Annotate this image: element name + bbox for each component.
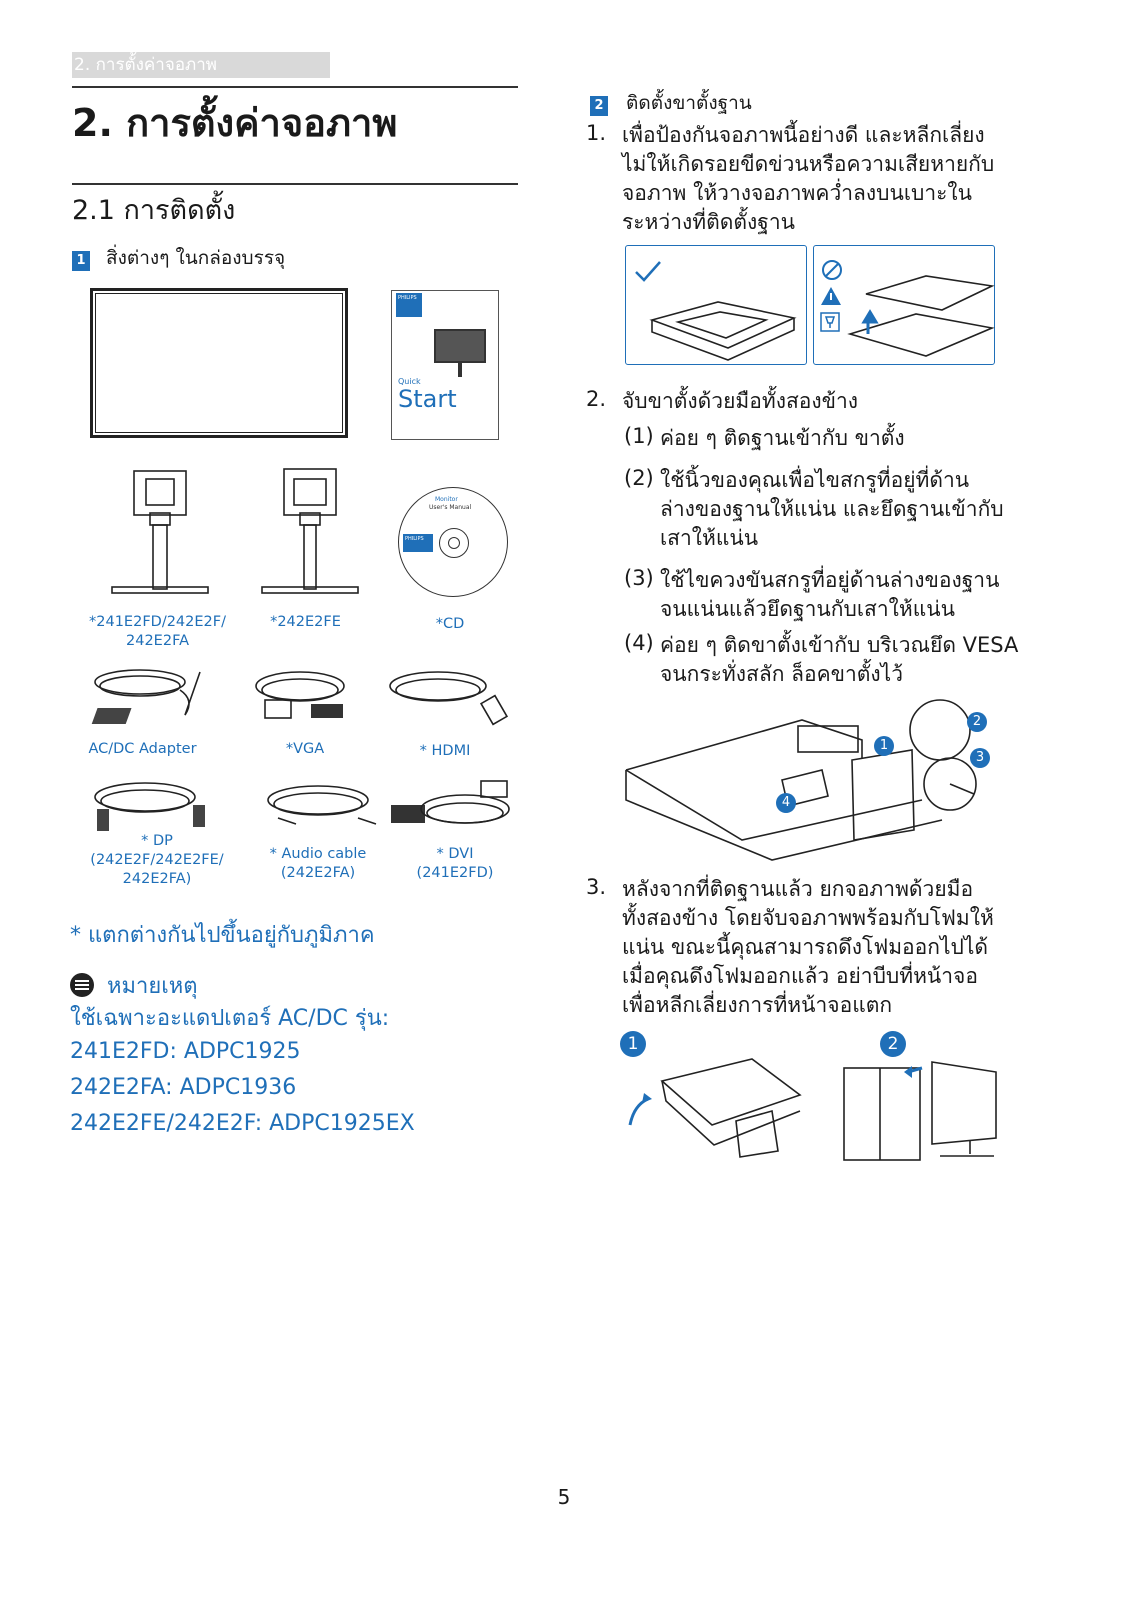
step2-item2: จับขาตั้งด้วยมือทั้งสองข้าง [622, 389, 859, 413]
monitor-illustration [90, 288, 348, 438]
step1-badge: 1 [72, 251, 90, 271]
callout-2: 2 [967, 710, 987, 732]
audio-cable-illustration [267, 785, 377, 825]
caption-dp: * DP (242E2F/242E2FE/ 242E2FA) [90, 833, 224, 887]
lift-step-2: 2 [880, 1031, 906, 1057]
step2-heading: 2 ติดตั้งขาตั้งฐาน [590, 88, 752, 118]
step1-title: สิ่งต่างๆ ในกล่องบรรจุ [106, 247, 286, 269]
caption-audio: * Audio cable (242E2FA) [269, 846, 367, 881]
prohibited-icon [822, 260, 842, 280]
step2-sub2: ใช้นิ้วของคุณเพื่อไขสกรูที่อยู่ที่ด้าน ล… [660, 468, 1004, 550]
caption-stand-1: *241E2FD/242E2F/ 242E2FA [89, 614, 226, 649]
cd-illustration: Monitor User's Manual PHILIPS [398, 487, 508, 597]
step2-title: ติดตั้งขาตั้งฐาน [626, 92, 752, 114]
note-line1: ใช้เฉพาะอะแดปเตอร์ AC/DC รุ่น: [70, 1006, 390, 1031]
dp-cable-illustration [94, 782, 205, 831]
note-model-2: 242E2FA: ADPC1936 [70, 1075, 297, 1100]
section-rule [72, 183, 518, 185]
caption-adapter: AC/DC Adapter [88, 741, 197, 757]
lifted-monitor-illustration [847, 275, 995, 357]
step2-item1: เพื่อป้องกันจอภาพนี้อย่างดี และหลีกเลี่ย… [622, 123, 995, 234]
caption-dvi: * DVI (241E2FD) [416, 846, 494, 881]
vga-cable-illustration [255, 671, 345, 719]
incorrect-placement-panel [813, 245, 995, 365]
stand-illustration-2 [261, 468, 359, 594]
step2-item3: หลังจากที่ติดฐานแล้ว ยกจอภาพด้วยมือ ทั้ง… [622, 877, 994, 1017]
qsg-start: Start [398, 385, 457, 413]
chapter-rule [72, 86, 518, 88]
qsg-monitor-picture [434, 329, 486, 363]
adapter-illustration [91, 669, 201, 724]
qsg-quick: Quick [398, 377, 421, 386]
step2-sub3: ใช้ไขควงขันสกรูที่อยู่ด้านล่างของฐาน จนแ… [660, 568, 1000, 621]
step2-sub2-number: (2) [624, 466, 654, 490]
running-header: 2. การตั้งค่าจอภาพ [72, 52, 330, 78]
step2-item1-number: 1. [586, 121, 607, 145]
callout-4: 4 [776, 791, 796, 813]
step2-badge: 2 [590, 96, 608, 116]
note-heading: หมายเหตุ [70, 968, 198, 1005]
chapter-title: 2. การตั้งค่าจอภาพ [72, 101, 398, 145]
caption-stand-2: *242E2FE [270, 614, 341, 630]
lift-monitor-illustration [628, 1058, 802, 1158]
qsg-brand-block: PHILIPS [396, 293, 422, 317]
step1-heading: 1 สิ่งต่างๆ ในกล่องบรรจุ [72, 243, 285, 273]
step2-sub1-number: (1) [624, 424, 654, 448]
note-model-3: 242E2FE/242E2F: ADPC1925EX [70, 1111, 415, 1136]
step2-sub1: ค่อย ๆ ติดฐานเข้ากับ ขาตั้ง [660, 426, 905, 450]
caption-vga: *VGA [285, 741, 325, 757]
caption-hdmi: * HDMI [419, 743, 471, 759]
step2-sub4-number: (4) [624, 631, 654, 655]
step2-sub3-number: (3) [624, 566, 654, 590]
correct-placement-panel [625, 245, 807, 365]
region-note: * แตกต่างกันไปขึ้นอยู่กับภูมิภาค [70, 923, 375, 948]
stand-assembly-illustration [625, 699, 977, 861]
callout-1: 1 [874, 734, 894, 756]
lift-step-1: 1 [620, 1031, 646, 1057]
cushion-illustration [649, 301, 797, 361]
remove-foam-illustration [843, 1061, 997, 1161]
step2-item3-number: 3. [586, 875, 607, 899]
fragile-icon [820, 312, 840, 332]
caption-cd: *CD [435, 616, 465, 632]
check-icon [635, 261, 661, 282]
step2-sub4: ค่อย ๆ ติดขาตั้งเข้ากับ บริเวณยึด VESA จ… [660, 633, 1019, 686]
note-model-1: 241E2FD: ADPC1925 [70, 1039, 301, 1064]
hdmi-cable-illustration [389, 671, 509, 726]
note-icon [70, 973, 94, 997]
warning-icon [821, 287, 841, 305]
page-number: 5 [557, 1485, 571, 1509]
callout-3: 3 [970, 746, 990, 768]
note-label: หมายเหตุ [107, 974, 198, 999]
dvi-cable-illustration [391, 780, 510, 824]
quick-start-guide-illustration: PHILIPS Quick Start [391, 290, 499, 440]
step2-item2-number: 2. [586, 387, 607, 411]
section-title: 2.1 การติดตั้ง [72, 195, 236, 226]
stand-illustration-1 [111, 470, 209, 594]
